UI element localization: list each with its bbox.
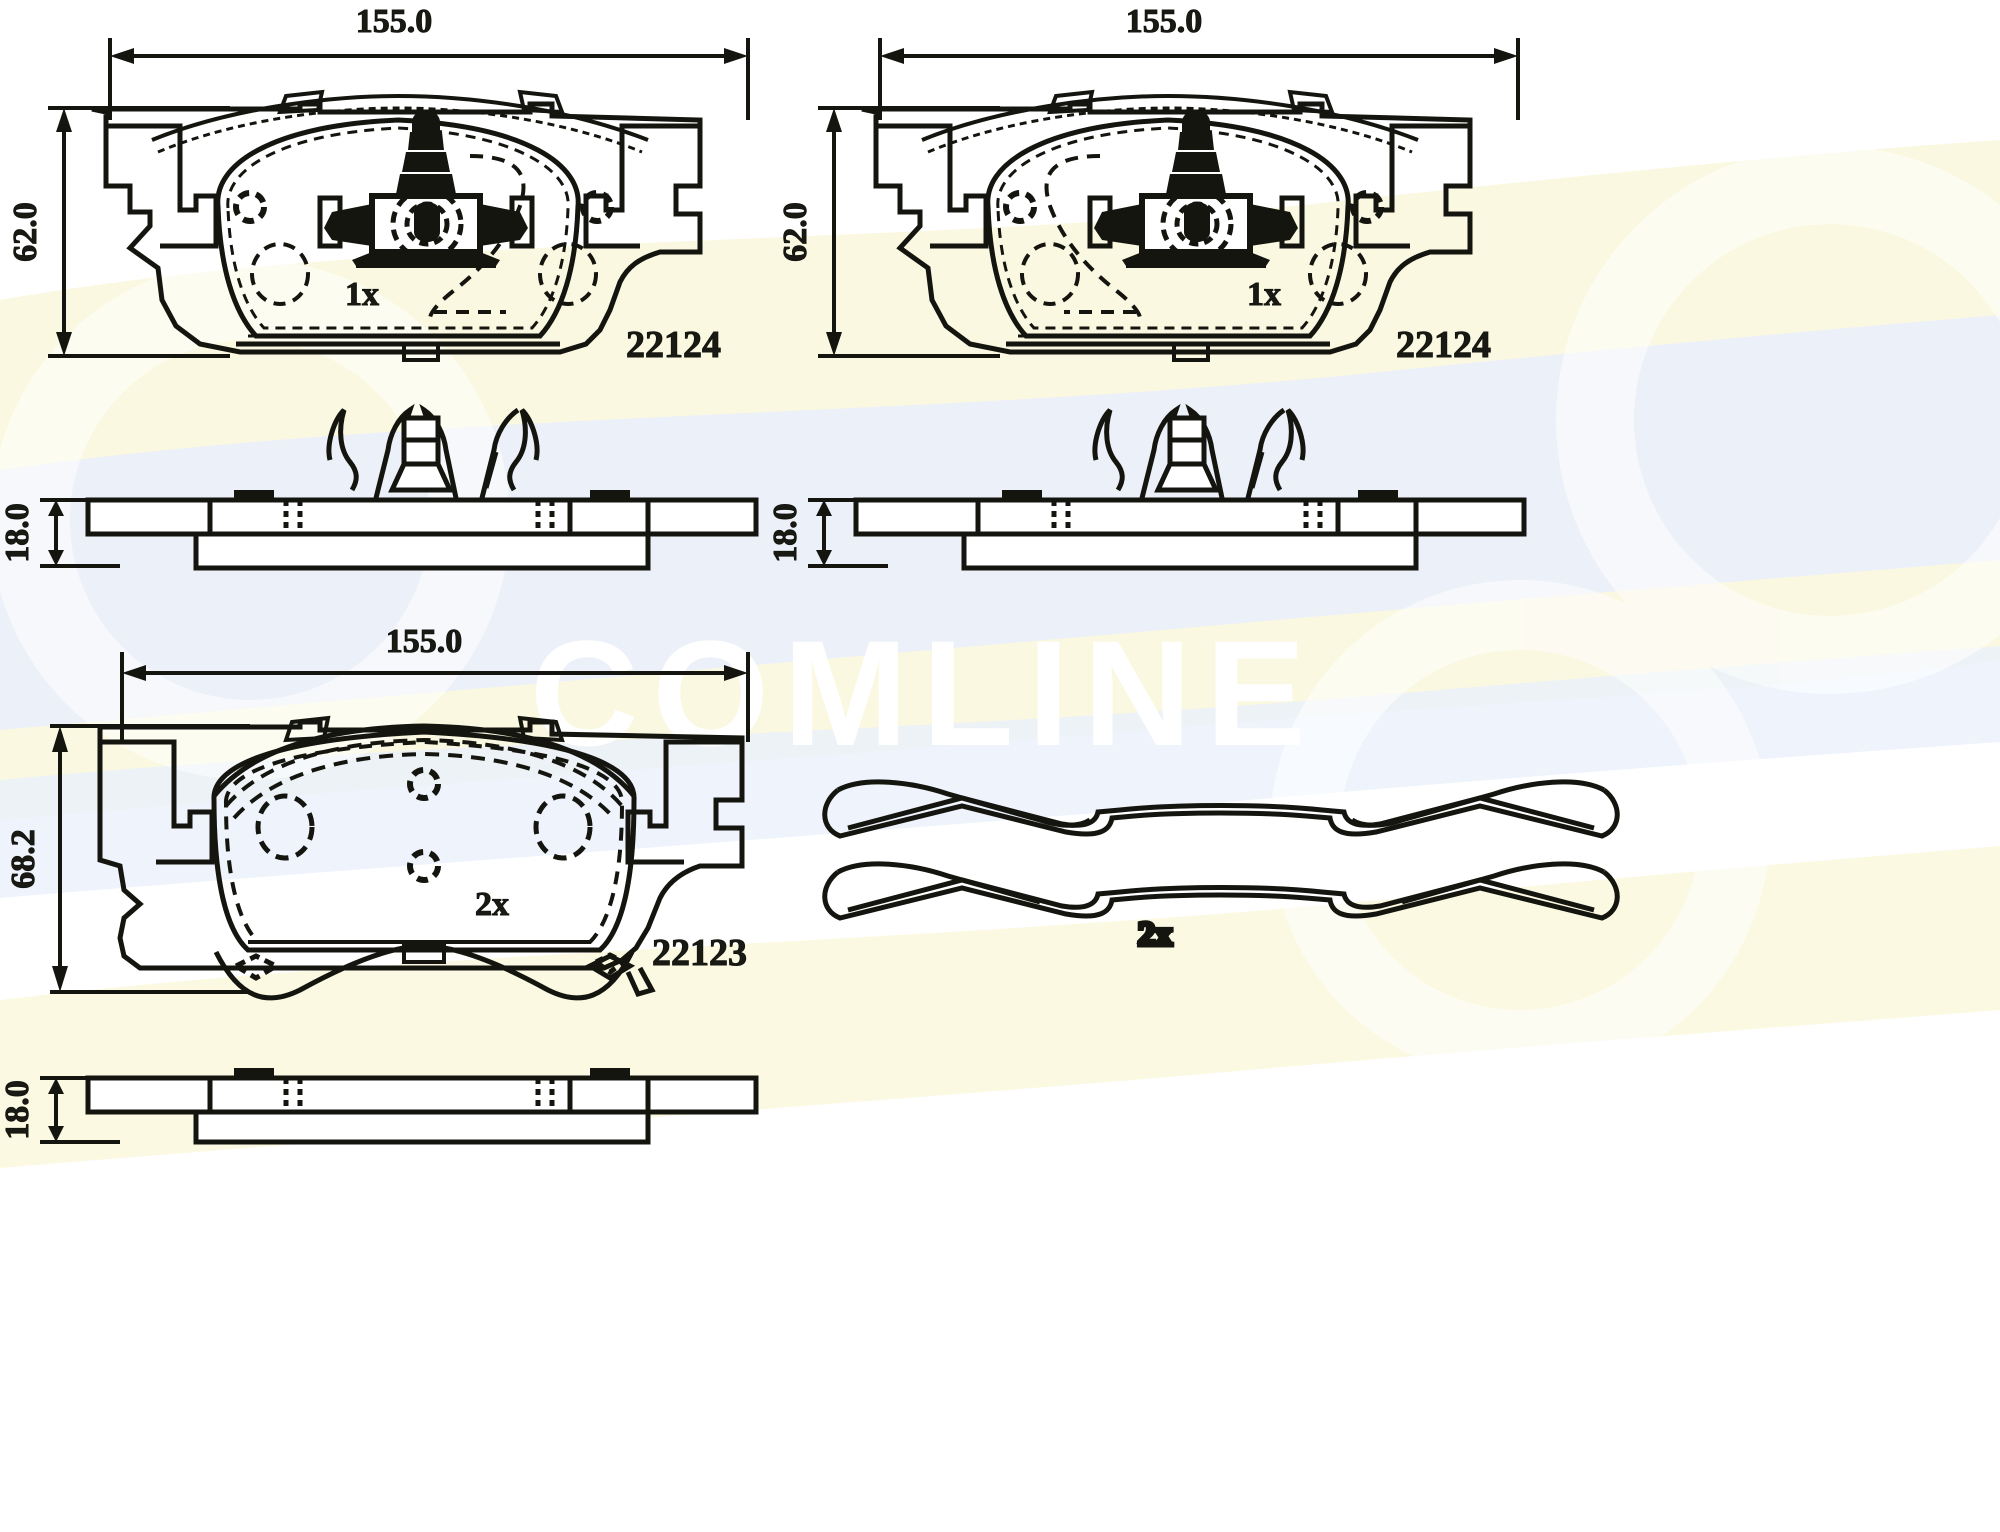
part-number-top-right: 22124 — [1396, 324, 1491, 366]
rear-pad-body-outline — [211, 729, 637, 953]
wear-sensor-channel-dashed — [427, 154, 526, 320]
dim-label-thickness-bottom: 18.0 — [0, 1080, 36, 1140]
view-pad-front-left: 155.0 62.0 — [7, 3, 750, 367]
locating-hole-left — [233, 190, 267, 224]
pad-body-outline-dashed — [226, 126, 570, 330]
view-pad-side-right: 18.0 — [767, 403, 1527, 571]
plate-left-ear-right — [876, 123, 989, 249]
pad-side-profile-right — [853, 490, 1527, 571]
dim-label-height-top-right: 62.0 — [777, 202, 814, 262]
wear-indicator-tabs — [277, 89, 565, 115]
rear-center-hole-upper — [407, 767, 441, 801]
bottom-center-tab-right — [1172, 342, 1210, 362]
qty-label-top-right: 1x — [1247, 276, 1281, 313]
view-pad-rear: 155.0 68.2 — [5, 623, 750, 1001]
part-number-top-left: 22124 — [626, 324, 721, 366]
rear-pad-body-outline-dashed — [223, 739, 625, 944]
shim-spring-left — [326, 403, 540, 499]
locating-hole-right — [580, 190, 614, 224]
qty-label-spring-clips: 2x — [1138, 916, 1172, 953]
hidden-hole-lower-right — [538, 242, 598, 306]
rear-friction-top-edge-dash2 — [232, 751, 616, 820]
wear-indicator-tabs-right — [1047, 89, 1335, 115]
friction-material-top-edge — [151, 93, 649, 142]
rear-plate-left-ear — [100, 739, 215, 865]
rear-bottom-center-tab — [402, 942, 446, 964]
watermark-text: COMLINE — [530, 609, 1320, 777]
view-pad-rear-side: 18.0 — [0, 1068, 759, 1145]
rear-friction-top-edge-dash1 — [224, 737, 624, 808]
rear-pad-tab-leader — [625, 966, 656, 997]
view-spring-clips: 2x — [822, 779, 1620, 956]
rear-hidden-hole-left — [255, 793, 315, 861]
friction-material-top-edge-inner — [157, 106, 643, 154]
wear-sensor-channel-dashed-right — [1044, 154, 1143, 320]
rear-center-hole-lower — [407, 849, 441, 883]
pad-body-outline — [215, 117, 581, 339]
qty-label-rear-pad: 2x — [475, 886, 509, 923]
rear-wear-tabs — [283, 715, 565, 743]
dim-label-thickness-left: 18.0 — [0, 503, 36, 563]
plate-right-ear-right — [1353, 123, 1470, 249]
view-pad-side-left: 18.0 — [0, 403, 759, 571]
hidden-hole-lower-left — [250, 242, 310, 306]
rear-plate-right-ear — [625, 739, 742, 865]
backing-plate-outline — [91, 101, 703, 355]
spring-clip-lower — [822, 861, 1620, 921]
hidden-hole-lower-left-right — [1020, 242, 1080, 306]
dim-label-height-top-left: 62.0 — [7, 202, 44, 262]
rear-plate-outline — [97, 719, 745, 971]
dim-label-width-top-left: 155.0 — [356, 3, 433, 40]
plate-right-ear — [583, 123, 700, 249]
pad-side-profile-left — [85, 490, 759, 571]
friction-material-top-edge-right-inner — [927, 106, 1413, 154]
view-pad-front-right: 155.0 62.0 — [777, 3, 1520, 367]
rear-pad-side-profile — [85, 1068, 759, 1145]
pad-body-outline-right-dashed — [996, 126, 1340, 330]
dim-label-width-bottom: 155.0 — [386, 623, 463, 660]
rear-friction-top-edge — [212, 723, 636, 798]
dim-label-width-top-right: 155.0 — [1126, 3, 1203, 40]
locating-hole-right-right — [1350, 190, 1384, 224]
backing-plate-outline-right — [861, 101, 1473, 355]
bottom-center-tab — [402, 342, 440, 362]
dim-label-thickness-right: 18.0 — [767, 503, 804, 563]
locating-hole-left-right — [1003, 190, 1037, 224]
hidden-hole-lower-right-right — [1308, 242, 1368, 306]
rear-lug-right — [584, 952, 636, 981]
shim-spring-right — [1092, 403, 1306, 499]
central-spring-clip-right — [1087, 110, 1305, 268]
dim-label-height-bottom: 68.2 — [5, 829, 42, 889]
friction-material-top-edge-right — [921, 93, 1419, 142]
spring-clip-upper — [822, 779, 1620, 839]
part-number-rear: 22123 — [652, 932, 747, 974]
rear-hidden-hole-right — [533, 793, 593, 861]
qty-label-top-left: 1x — [345, 276, 379, 313]
pad-body-outline-right — [985, 117, 1351, 339]
plate-left-ear — [106, 123, 219, 249]
central-spring-clip — [317, 110, 535, 268]
